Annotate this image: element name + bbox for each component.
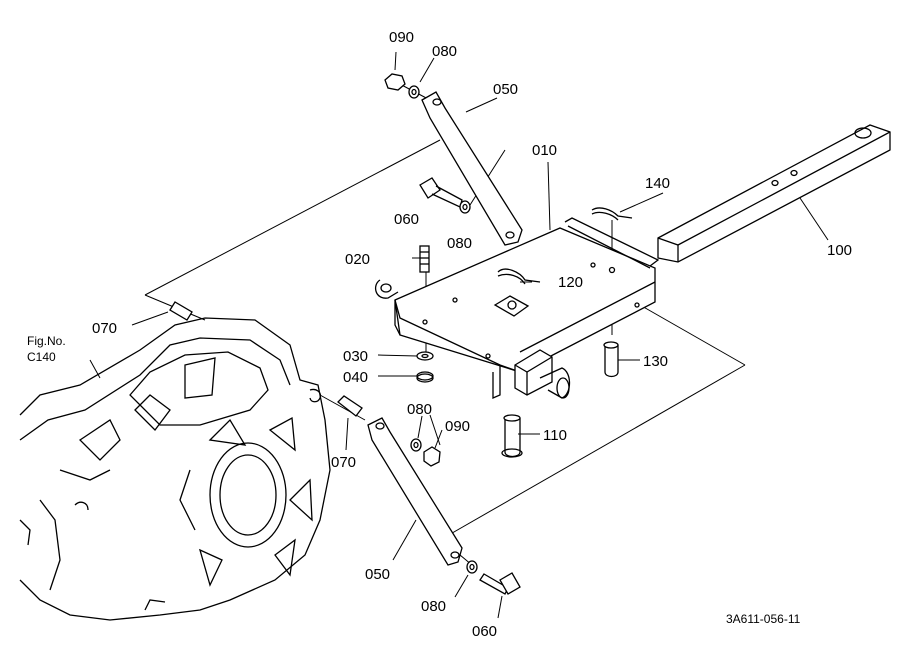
pin-part-130 (603, 341, 619, 378)
label-part-060-bottom: 060 (472, 623, 497, 640)
label-part-050-bottom: 050 (365, 566, 390, 583)
label-part-080-mid: 080 (447, 235, 472, 252)
stud-bottom-part-070 (337, 395, 363, 417)
washer-mid-part-080 (459, 200, 471, 214)
leader-lines (89, 51, 829, 619)
label-part-080-low: 080 (407, 401, 432, 418)
drawbar-part-100 (657, 124, 891, 263)
pin-part-020 (419, 245, 430, 273)
label-part-040: 040 (343, 369, 368, 386)
label-part-070-top: 070 (92, 320, 117, 337)
label-part-120: 120 (558, 274, 583, 291)
label-part-080-bottom: 080 (421, 598, 446, 615)
figure-ref-line1: Fig.No. (27, 334, 66, 348)
washer-top-part-080 (408, 85, 420, 99)
washer-low-part-080 (410, 438, 422, 452)
clip-part-140 (591, 207, 633, 221)
label-part-090-top: 090 (389, 29, 414, 46)
label-part-060-top: 060 (394, 211, 419, 228)
label-part-050-top: 050 (493, 81, 518, 98)
stud-top-part-070 (169, 301, 193, 321)
link-arm-top-part-050 (421, 91, 523, 246)
label-part-130: 130 (643, 353, 668, 370)
label-part-020: 020 (345, 251, 370, 268)
link-arm-bottom-part-050 (367, 417, 463, 566)
drawing-code: 3A611-056-11 (726, 612, 801, 626)
label-part-140: 140 (645, 175, 670, 192)
bolt-bottom-part-060 (479, 572, 521, 595)
assembly-guide-lines (144, 81, 746, 566)
figure-ref-line2: C140 (27, 350, 56, 364)
mounting-plate-part-010 (374, 217, 660, 399)
part-number-labels: 090 080 050 010 140 060 080 100 020 120 … (27, 29, 852, 640)
label-part-080-top: 080 (432, 43, 457, 60)
pin-part-110 (501, 414, 523, 458)
nut-part-040 (416, 371, 434, 383)
label-part-010: 010 (532, 142, 557, 159)
label-part-100: 100 (827, 242, 852, 259)
nut-top-part-090 (384, 73, 406, 91)
nut-low-part-090 (423, 446, 441, 467)
engine-housing (19, 317, 331, 621)
label-part-090-low: 090 (445, 418, 470, 435)
washer-bottom-part-080 (466, 560, 478, 574)
label-part-070-bottom: 070 (331, 454, 356, 471)
label-part-030: 030 (343, 348, 368, 365)
washer-part-030 (416, 351, 434, 361)
label-part-110: 110 (543, 427, 567, 444)
bolt-top-part-060 (419, 177, 463, 208)
